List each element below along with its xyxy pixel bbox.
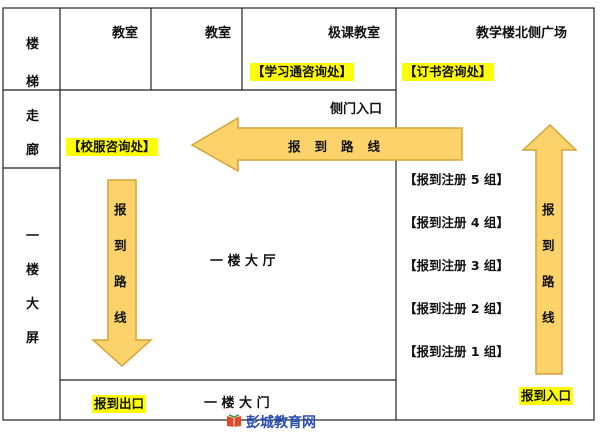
route-arrow-right-vertical [521,123,578,375]
xuexitong-desk-label: 【学习通咨询处】 [250,63,355,81]
route-label-horizontal: 报到路线 [288,139,395,154]
exit-label: 报到出口 [92,395,147,413]
book-logo-icon [227,414,241,427]
plaza-label: 教学楼北侧广场 [476,26,568,41]
registration-entrance-label: 报到入口 [519,387,574,405]
registration-group-1: 【报到注册 1 组】 [404,344,509,359]
registration-group-5: 【报到注册 5 组】 [404,172,509,187]
classroom-2-label: 教室 [205,26,232,41]
route-arrow-left-vertical [91,179,153,368]
watermark-text: 彭城教育网 [246,415,316,431]
route-arrow-horizontal [190,116,463,173]
registration-group-3: 【报到注册 3 组】 [404,258,509,273]
corridor-label: 走廊 [26,109,40,158]
uniform-desk-label: 【校服咨询处】 [66,138,158,156]
special-classroom-label: 极课教室 [328,26,381,41]
route-label-right-vertical: 报到路线 [542,202,555,325]
registration-group-2: 【报到注册 2 组】 [404,301,509,316]
classroom-1-label: 教室 [112,26,139,41]
book-desk-label: 【订书咨询处】 [402,63,494,81]
route-label-left-vertical: 报到路线 [114,202,127,325]
registration-group-4: 【报到注册 4 组】 [404,215,509,230]
side-entrance-label: 侧门入口 [330,102,383,117]
main-hall-label: 一 楼 大 厅 [210,254,276,269]
screen-label: 一楼大屏 [26,229,40,346]
stairs-label: 楼梯 [26,37,40,90]
main-gate-label: 一 楼 大 门 [204,396,270,411]
